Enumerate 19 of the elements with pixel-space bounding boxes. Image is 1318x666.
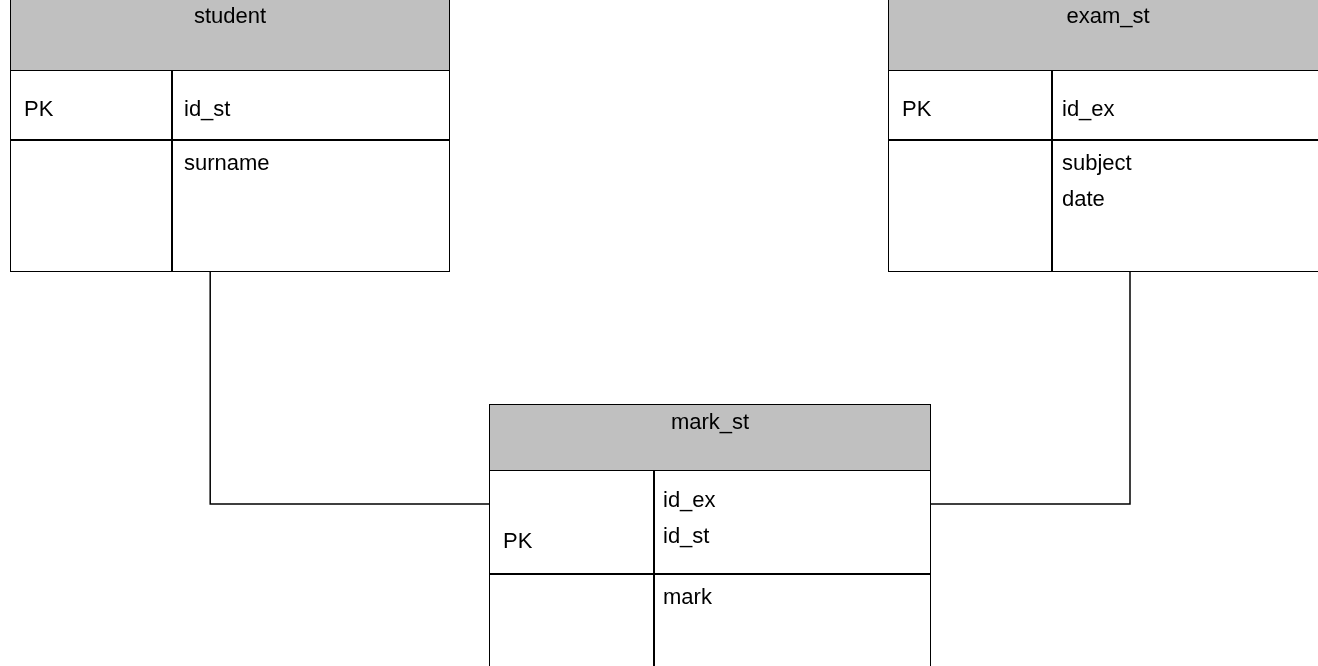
relationship-line (209, 271, 490, 505)
field-name: id_ex (1062, 95, 1115, 123)
table-name: mark_st (490, 405, 930, 471)
field-name: date (1062, 185, 1106, 213)
field-name: id_ex (663, 486, 716, 514)
field-name: mark (663, 583, 712, 611)
table-name: exam_st (889, 0, 1318, 71)
key-label: PK (902, 95, 932, 123)
relationship-line (930, 271, 1131, 505)
field-name: id_st (663, 522, 711, 550)
key-label: PK (503, 527, 533, 555)
field-name: id_st (184, 95, 231, 123)
entity-table (888, 0, 1318, 272)
field-name: surname (184, 149, 270, 177)
entity-table (489, 404, 931, 666)
entity-table (10, 0, 450, 272)
field-name: subject (1062, 149, 1132, 177)
key-label: PK (24, 95, 54, 123)
table-name: student (11, 0, 449, 71)
